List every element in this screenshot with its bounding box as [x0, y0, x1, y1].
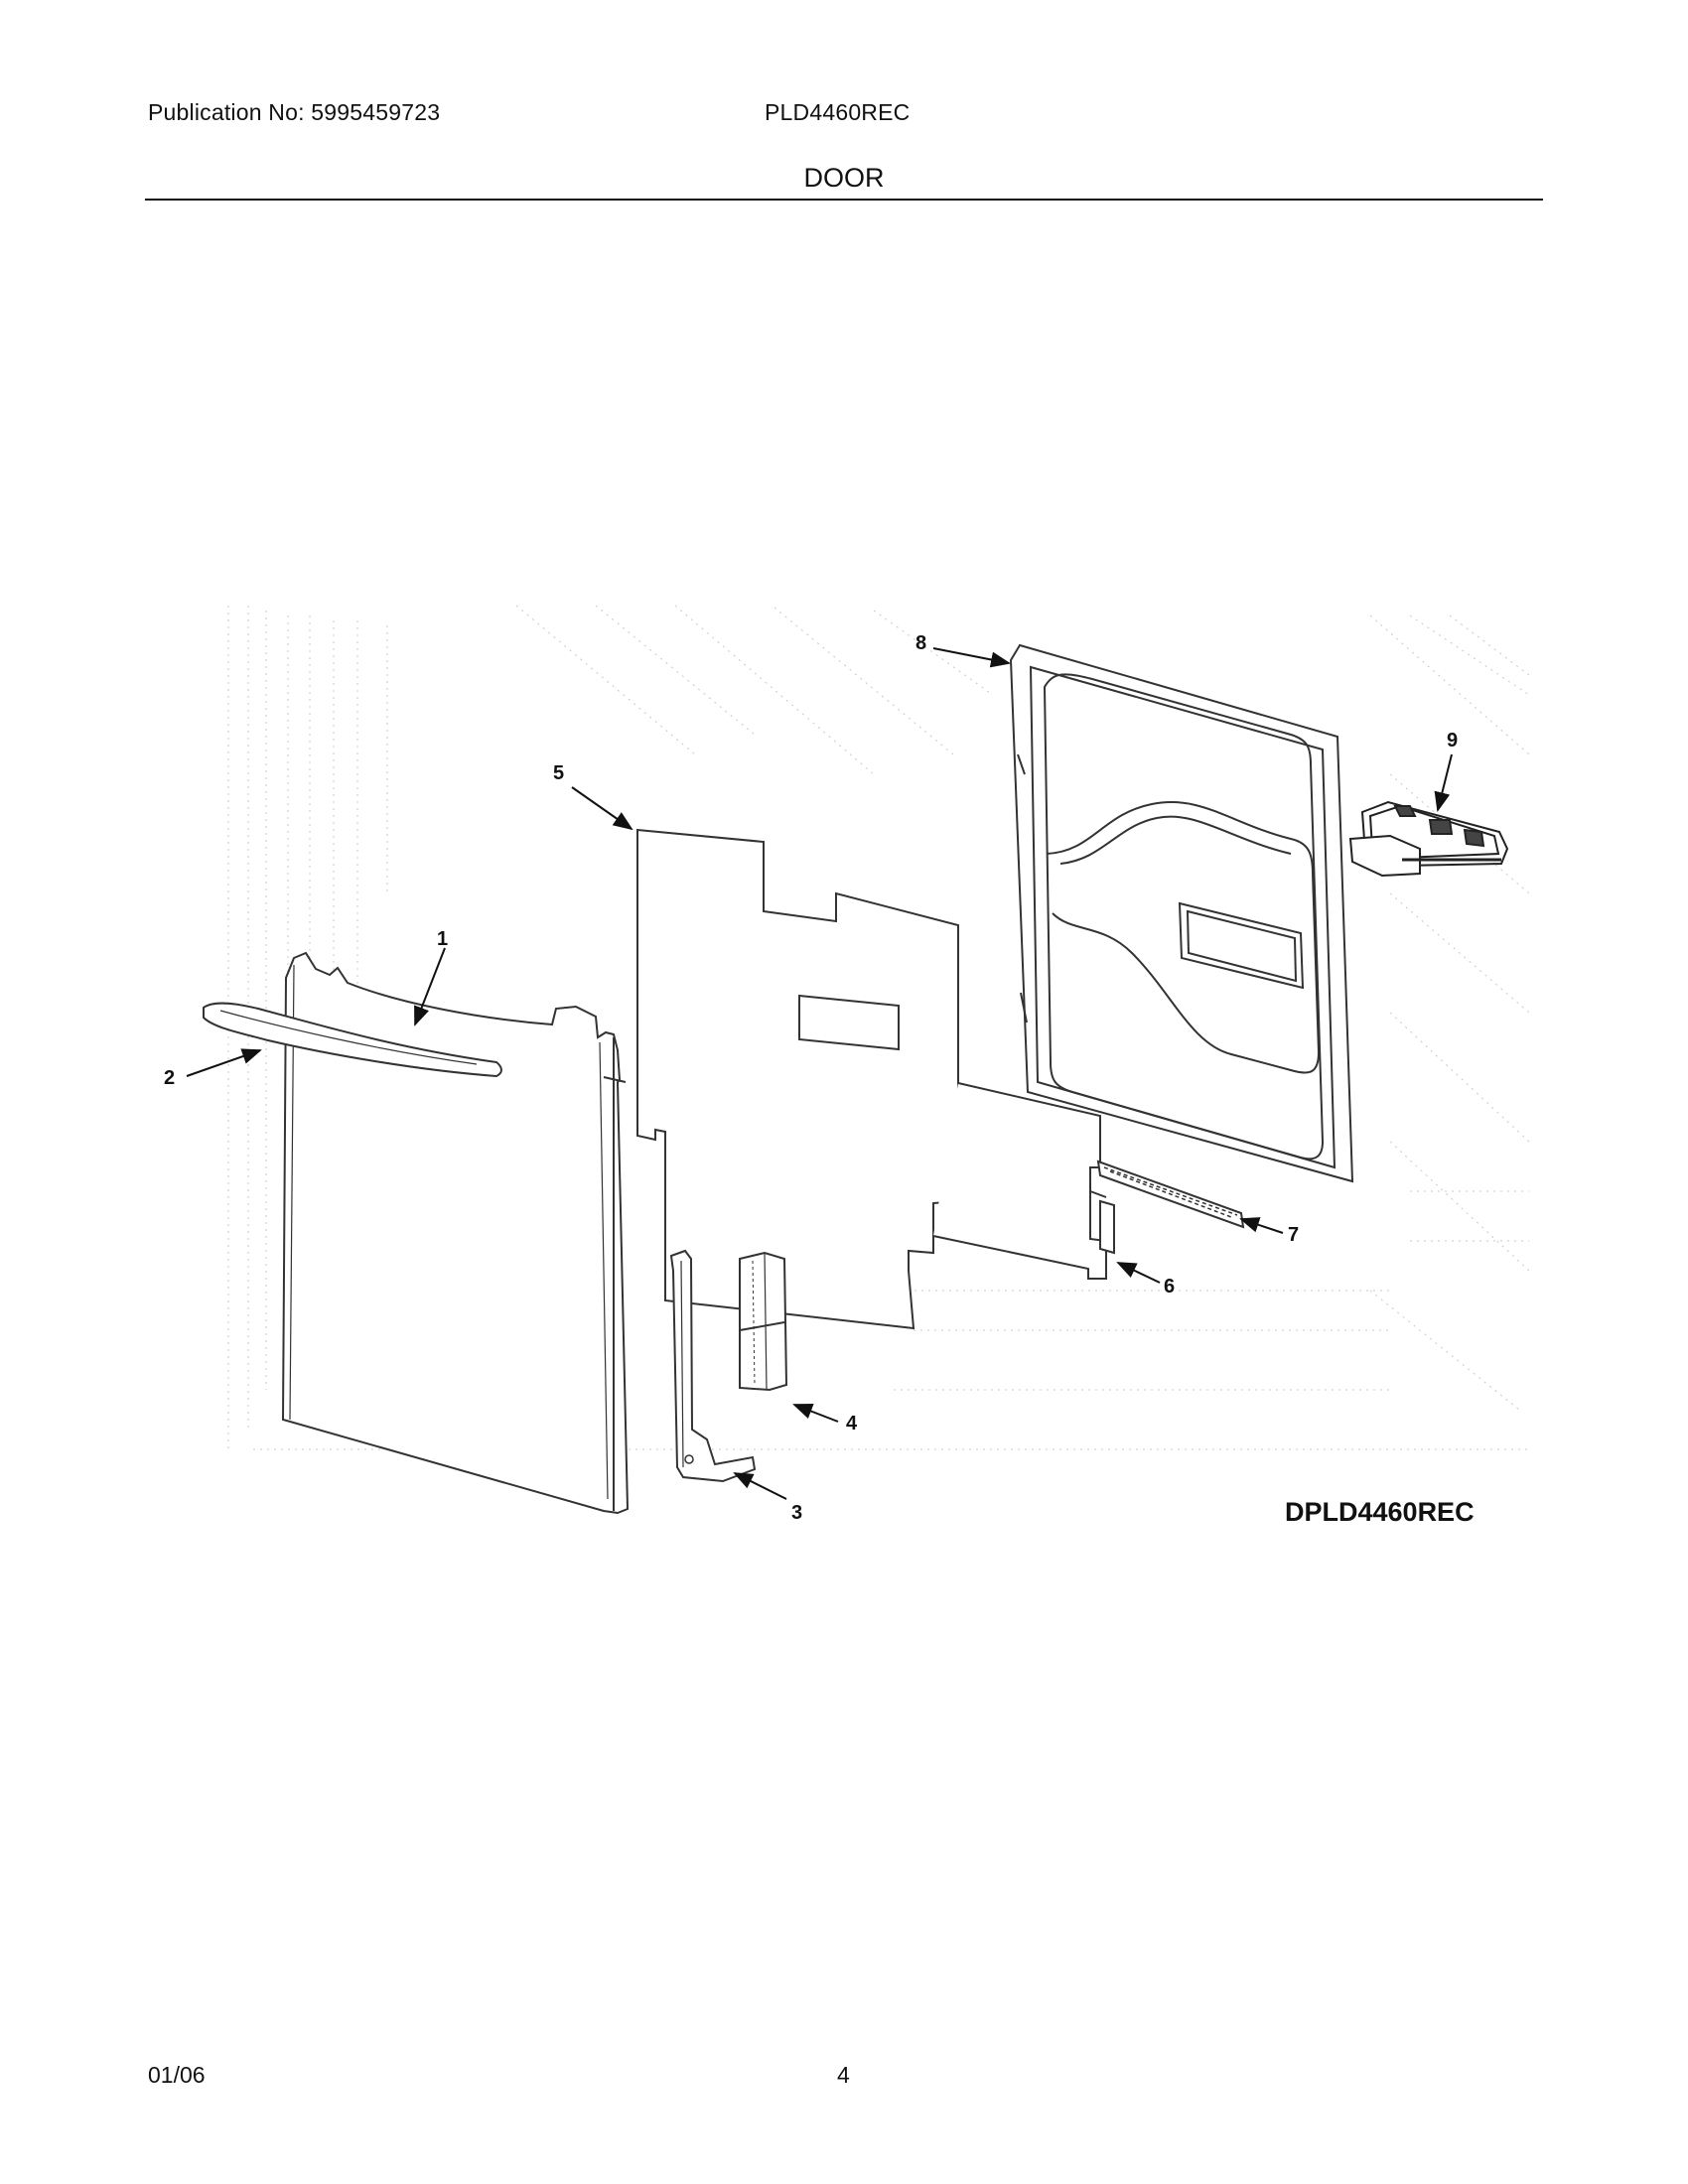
- part-1-outer-door-panel: [281, 951, 630, 1515]
- leader-1: [414, 947, 446, 1026]
- leader-2: [186, 1048, 262, 1077]
- callout-3: 3: [791, 1502, 802, 1524]
- section-title: DOOR: [803, 163, 885, 193]
- publication-number: Publication No: 5995459723: [148, 99, 441, 125]
- leader-8: [932, 647, 1011, 668]
- header-rule: [145, 199, 1543, 201]
- part-3-hinge-bracket: [669, 1249, 757, 1483]
- callout-leaders: [186, 647, 1453, 1500]
- leader-4: [792, 1404, 839, 1423]
- part-5-insulation-panel: [636, 828, 1107, 1330]
- part-2-handle: [203, 1002, 502, 1078]
- part-8-inner-door-panel: [1009, 643, 1354, 1183]
- callout-8: 8: [915, 632, 926, 654]
- leader-6: [1116, 1262, 1161, 1284]
- footer-date: 01/06: [148, 2062, 206, 2088]
- callout-numbers: 1 2 3 4 5 6 7 8 9: [164, 632, 1458, 1524]
- leader-3: [733, 1472, 787, 1500]
- page-number: 4: [837, 2062, 850, 2088]
- part-6-strip: [1099, 1199, 1115, 1255]
- part-4-hinge-cover: [739, 1251, 788, 1392]
- leader-9: [1434, 753, 1453, 812]
- part-7-trim-strip: [1096, 1160, 1245, 1229]
- callout-6: 6: [1164, 1276, 1175, 1297]
- model-number: PLD4460REC: [765, 99, 911, 125]
- callout-7: 7: [1288, 1224, 1299, 1246]
- callout-2: 2: [164, 1067, 175, 1089]
- leader-7: [1239, 1217, 1284, 1234]
- callout-9: 9: [1447, 730, 1458, 751]
- leader-5: [571, 786, 633, 831]
- callout-5: 5: [553, 762, 564, 784]
- callout-1: 1: [437, 928, 448, 950]
- callout-4: 4: [846, 1413, 858, 1434]
- drawing-id: DPLD4460REC: [1285, 1497, 1475, 1527]
- part-9-control-module: [1348, 800, 1509, 878]
